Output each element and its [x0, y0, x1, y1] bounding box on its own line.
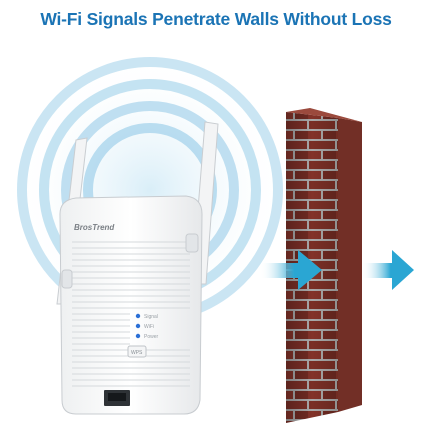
brand-logo: BrosTrend [74, 223, 115, 232]
vent-grille [72, 241, 190, 387]
led-label-signal: Signal [144, 314, 158, 320]
led-label-power: Power [144, 334, 159, 340]
wps-button[interactable]: WPS [127, 345, 147, 358]
led-power-icon [135, 333, 141, 339]
led-signal-icon [135, 313, 141, 319]
ethernet-port[interactable] [104, 390, 130, 406]
headline: Wi-Fi Signals Penetrate Walls Without Lo… [40, 9, 392, 29]
led-wifi-icon [135, 323, 141, 329]
status-leds: Signal WiFi Power [135, 313, 159, 340]
right-arrow-icon [362, 250, 414, 290]
led-label-wifi: WiFi [144, 324, 154, 330]
wps-button-label: WPS [131, 350, 143, 356]
right-arrow-icon [260, 250, 322, 290]
range-extender-device: BrosTrend Signal WiFi Power WPS [56, 121, 219, 415]
